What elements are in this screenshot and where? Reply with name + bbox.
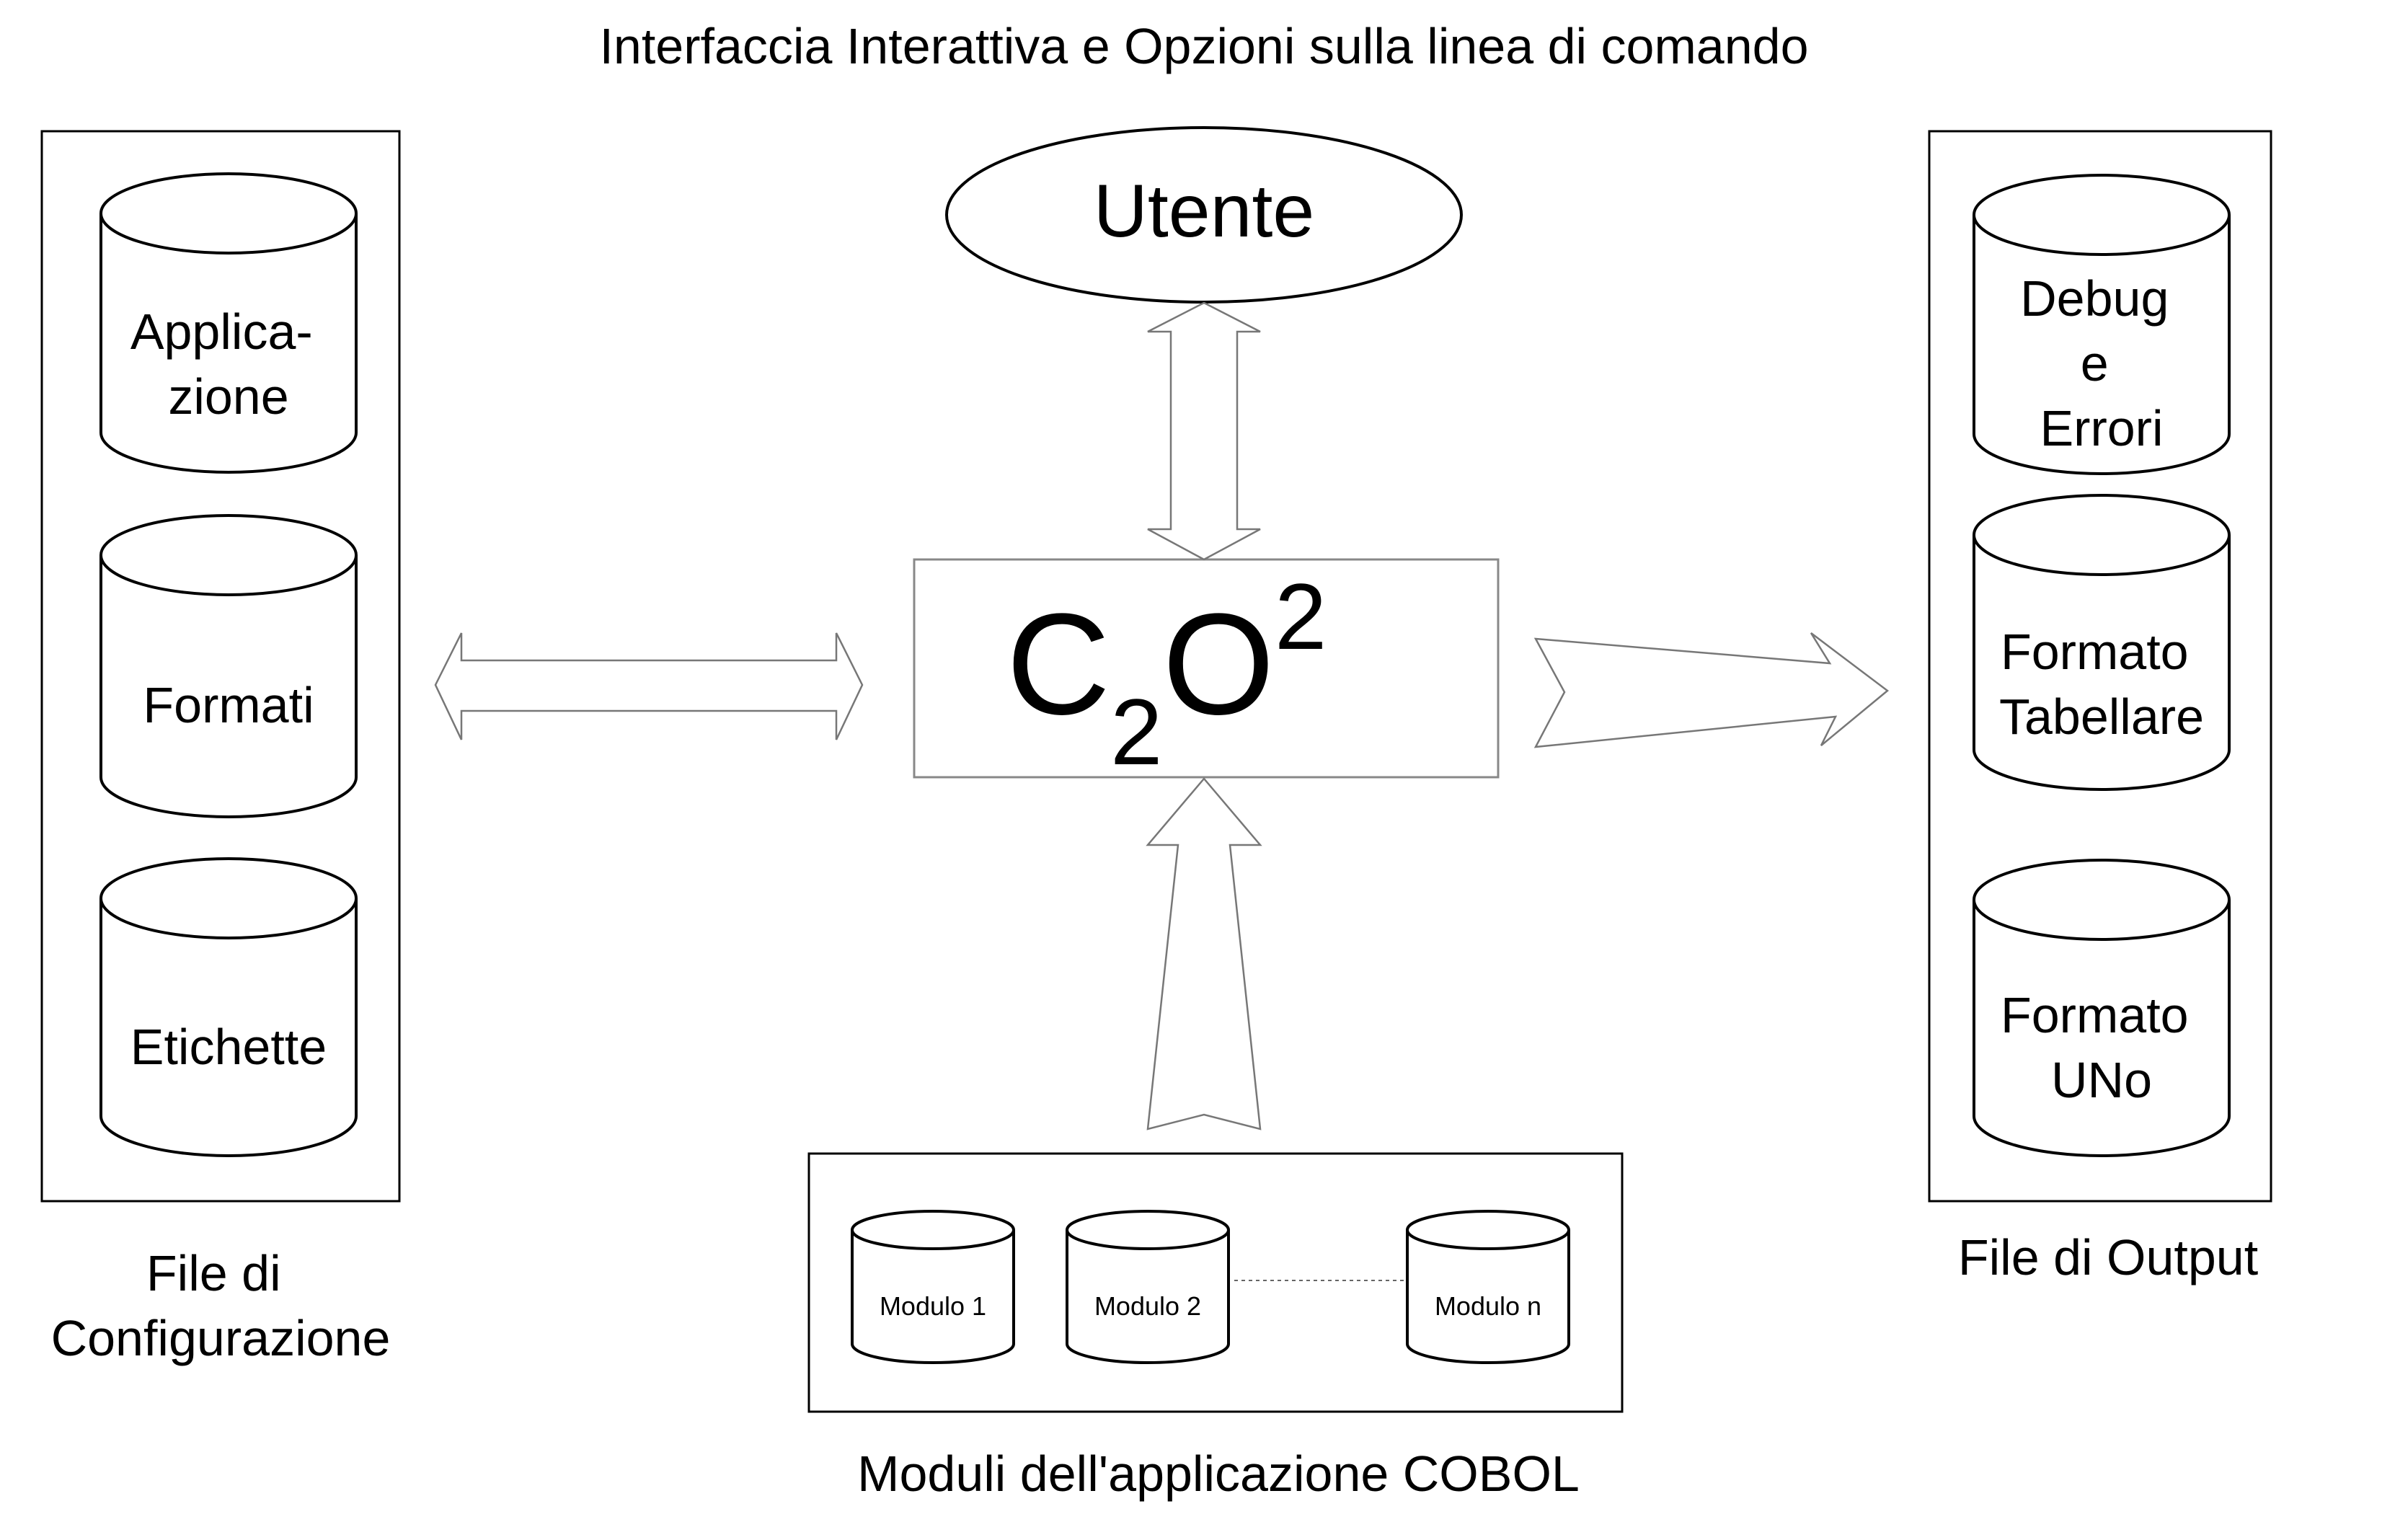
output-file-uno-line-1: Formato	[2001, 987, 2189, 1043]
module-2: Modulo 2	[1066, 1210, 1230, 1364]
core-subscript: 2	[1110, 679, 1162, 784]
config-file-applicazione: Applica- zione	[99, 172, 358, 474]
config-file-formati-cylinder	[99, 555, 358, 818]
output-file-tabellare-top	[1973, 494, 2231, 576]
output-file-debug-line-2: e	[2081, 335, 2109, 391]
config-file-applicazione-label: Applica- zione	[130, 304, 327, 425]
config-file-formati-label: Formati	[143, 677, 314, 733]
user-label: Utente	[1094, 169, 1314, 253]
output-file-debug-top	[1973, 174, 2231, 256]
config-core-double-arrow	[434, 632, 864, 740]
output-file-debug-line-3: Errori	[2040, 400, 2163, 456]
config-file-formati: Formati	[99, 514, 358, 818]
core-letter-o: O	[1162, 584, 1275, 745]
core-output-arrow	[1533, 632, 1890, 748]
output-file-debug: Debug e Errori	[1973, 174, 2231, 475]
output-file-uno-cylinder	[1973, 900, 2231, 1157]
module-1-top	[851, 1210, 1015, 1250]
output-file-uno-top	[1973, 859, 2231, 941]
diagram-title: Interfaccia Interattiva e Opzioni sulla …	[599, 18, 1808, 74]
output-file-tabellare: Formato Tabellare	[1973, 494, 2231, 791]
config-caption-line-1: File di	[146, 1245, 281, 1301]
config-file-formati-top	[99, 514, 358, 596]
modules-core-arrow	[1146, 777, 1262, 1130]
module-1-cylinder	[851, 1230, 1015, 1364]
output-file-tabellare-label: Formato Tabellare	[1999, 624, 2204, 745]
output-caption: File di Output	[1958, 1229, 2258, 1285]
module-n-top	[1406, 1210, 1570, 1250]
module-2-cylinder	[1066, 1230, 1230, 1364]
modules-caption: Moduli dell'applicazione COBOL	[857, 1446, 1580, 1502]
config-file-applicazione-cylinder	[99, 213, 358, 474]
config-file-etichette: Etichette	[99, 857, 358, 1157]
output-file-debug-line-1: Debug	[2020, 270, 2169, 327]
output-file-uno-line-2: UNo	[2051, 1052, 2152, 1108]
output-file-tabellare-line-2: Tabellare	[1999, 689, 2204, 745]
module-1: Modulo 1	[851, 1210, 1015, 1364]
config-file-applicazione-line-2: zione	[168, 368, 288, 425]
output-file-debug-cylinder	[1973, 215, 2231, 475]
module-2-top	[1066, 1210, 1230, 1250]
user-core-double-arrow	[1147, 301, 1261, 561]
module-n-label: Modulo n	[1435, 1291, 1541, 1321]
core-box	[913, 558, 1500, 779]
config-file-etichette-label: Etichette	[130, 1019, 327, 1075]
module-n-cylinder	[1406, 1230, 1570, 1364]
config-caption-line-2: Configurazione	[51, 1310, 391, 1366]
config-caption: File di Configurazione	[51, 1245, 391, 1366]
output-file-debug-label: Debug e Errori	[2020, 270, 2183, 456]
output-file-uno: Formato UNo	[1973, 859, 2231, 1157]
config-file-etichette-top	[99, 857, 358, 939]
config-file-applicazione-line-1: Applica-	[130, 304, 313, 360]
core-superscript: 2	[1275, 564, 1327, 669]
module-1-label: Modulo 1	[880, 1291, 986, 1321]
output-file-tabellare-line-1: Formato	[2001, 624, 2189, 680]
output-file-uno-label: Formato UNo	[2001, 987, 2203, 1108]
config-file-etichette-cylinder	[99, 898, 358, 1157]
output-file-tabellare-cylinder	[1973, 535, 2231, 791]
module-n: Modulo n	[1406, 1210, 1570, 1364]
core-letter-c: C	[1006, 584, 1110, 745]
config-file-applicazione-top	[99, 172, 358, 255]
core-formula: C2O2	[1006, 564, 1327, 784]
module-2-label: Modulo 2	[1094, 1291, 1201, 1321]
